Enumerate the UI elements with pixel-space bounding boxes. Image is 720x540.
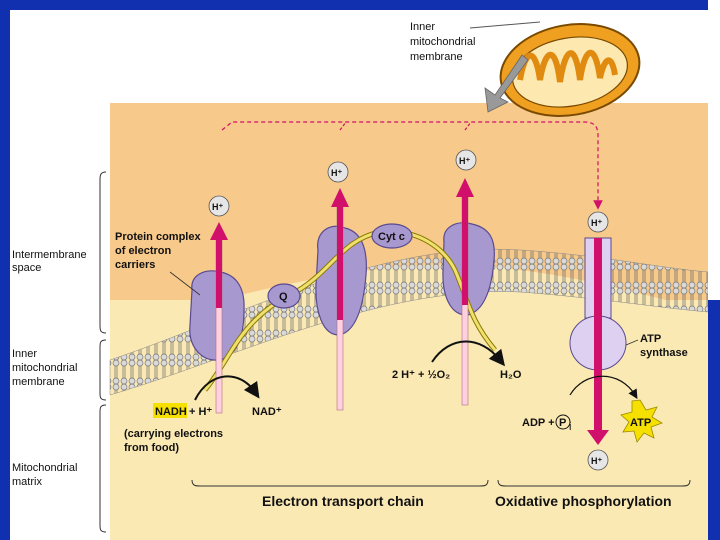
nadh-label: NADH [155,406,187,418]
bracket-matrix [99,404,107,533]
slide-frame-left [0,0,10,540]
protein-complex-pointer [169,271,201,296]
h-plus-2: H⁺ [327,161,349,183]
atp-label: ATP [630,417,651,429]
slide-frame-top [0,0,720,10]
cytochrome-c [371,223,413,249]
proton-arrow-1 [210,222,228,414]
atp-synthase-label-1: ATP [640,333,661,345]
h-plus-1: H⁺ [208,195,230,217]
matrix-label-1: Mitochondrial [12,462,77,474]
atp-synthase-label-2: synthase [640,347,688,359]
ubiquinone-q [267,283,301,309]
pi-label: P [559,417,566,429]
dashed-branch-2 [464,121,472,131]
inner-membrane-top-label-1: Inner [410,21,435,33]
oxphos-bracket [497,479,691,487]
intermembrane-label-2: space [12,262,41,274]
inner-membrane-side-label-2: mitochondrial [12,362,77,374]
bracket-intermembrane [99,171,107,334]
water-reaction-label: 2 H⁺ + ½O₂ [392,369,450,381]
bracket-membrane [99,339,107,401]
nadh-curve-arrow [194,375,260,401]
carrying-label-2: from food) [124,442,179,454]
inner-membrane-side-label-1: Inner [12,348,37,360]
dashed-proton-path [221,121,603,210]
svg-text:H⁺: H⁺ [331,168,342,178]
protein-complex-label-2: of electron [115,245,172,257]
atp-synthase [569,237,627,445]
mito-pointer-line [469,21,541,29]
atp-synthase-pointer [625,339,639,346]
h-plus-3: H⁺ [455,149,477,171]
h-plus-4: H⁺ [587,211,609,233]
nadh-plus-h-label: + H⁺ [189,406,212,418]
matrix-label-2: matrix [12,476,42,488]
proton-arrow-3 [456,178,474,406]
protein-complex-label-1: Protein complex [115,231,201,243]
proton-arrow-2 [331,188,349,411]
intermembrane-label-1: Intermembrane [12,249,87,261]
svg-text:H⁺: H⁺ [212,202,223,212]
dashed-branch-1 [339,121,347,131]
protein-complex-label-3: carriers [115,259,155,271]
oxphos-label: Oxidative phosphorylation [495,493,672,509]
cyt-c-label: Cyt c [378,231,405,243]
inner-membrane-side-label-3: membrane [12,376,65,388]
svg-text:H⁺: H⁺ [591,456,602,466]
etc-bracket [191,479,489,487]
atp-formation-arrow [569,375,638,400]
atp-star [620,399,663,443]
slide-frame-right-white [708,0,720,300]
h2o-label: H₂O [500,369,522,381]
nad-label: NAD⁺ [252,406,282,418]
inner-membrane-top-label-2: mitochondrial [410,36,475,48]
q-label: Q [279,291,288,303]
svg-text:H⁺: H⁺ [459,156,470,166]
inner-membrane-top-label-3: membrane [410,51,463,63]
carrying-label-1: (carrying electrons [124,428,223,440]
water-curve-arrow [431,340,506,367]
pi-sub-label: i [569,421,571,433]
adp-label: ADP + [522,417,555,429]
svg-text:H⁺: H⁺ [591,218,602,228]
nadh-box [153,403,187,418]
mitochondrion-icon [499,23,641,117]
etc-label: Electron transport chain [262,493,424,509]
pi-circle [555,414,571,430]
mito-zoom-arrow [484,54,529,113]
h-plus-5: H⁺ [587,449,609,471]
